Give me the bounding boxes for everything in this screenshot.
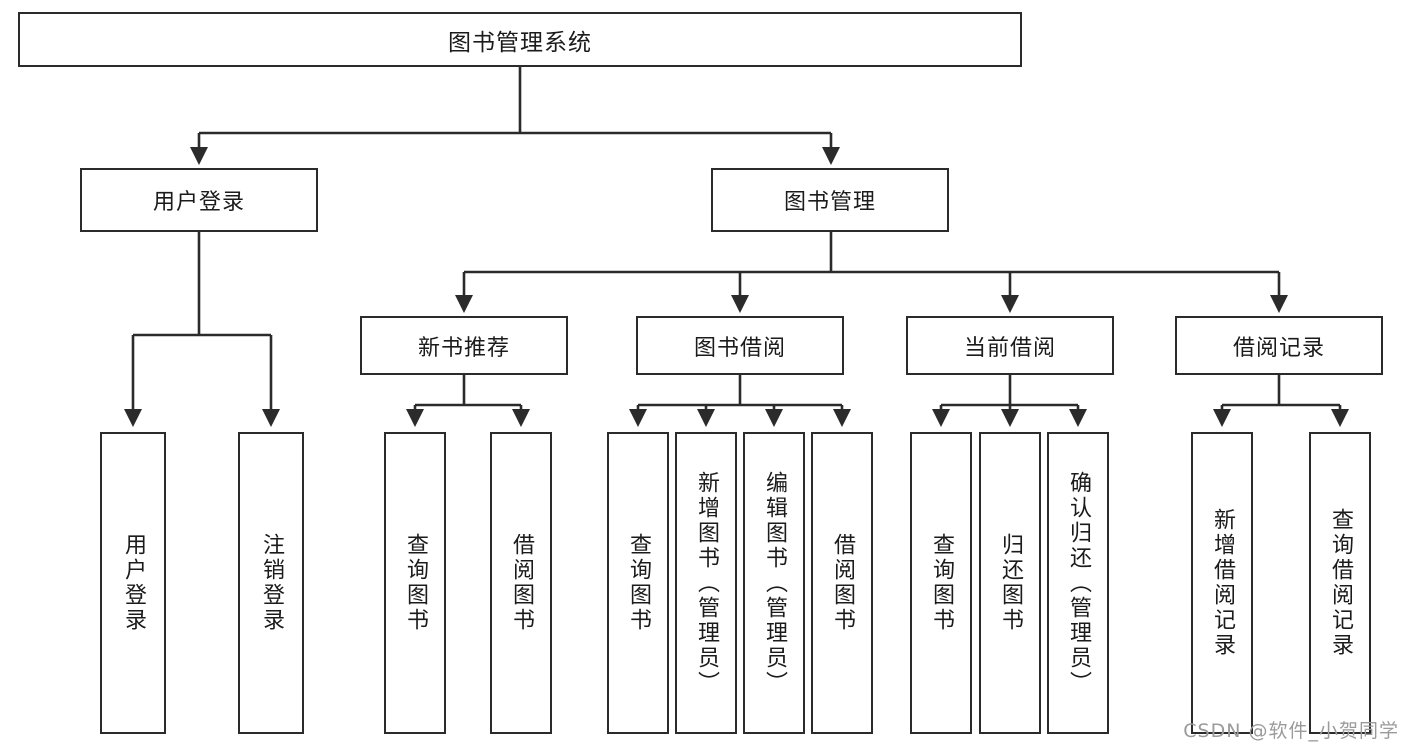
leaf-label: 查询借阅记录 bbox=[1328, 508, 1353, 658]
leaf-label: 查询图书 bbox=[626, 533, 651, 633]
node-new-book-recommend-label: 新书推荐 bbox=[417, 335, 510, 361]
leaf-book-borrow-borrow[interactable]: 借阅图书 bbox=[811, 432, 873, 734]
leaf-new-book-query[interactable]: 查询图书 bbox=[384, 432, 446, 734]
leaf-borrow-record-add[interactable]: 新增借阅记录 bbox=[1191, 432, 1253, 734]
leaf-current-borrow-query[interactable]: 查询图书 bbox=[910, 432, 972, 734]
node-root-label: 图书管理系统 bbox=[448, 29, 592, 56]
leaf-book-borrow-edit[interactable]: 编辑图书（管理员） bbox=[743, 432, 805, 734]
leaf-label: 借阅图书 bbox=[509, 533, 534, 633]
leaf-label: 用户登录 bbox=[121, 533, 146, 633]
leaf-label: 注销登录 bbox=[259, 533, 284, 633]
leaf-label: 查询图书 bbox=[929, 533, 954, 633]
node-new-book-recommend[interactable]: 新书推荐 bbox=[360, 316, 568, 375]
leaf-user-login-logout[interactable]: 注销登录 bbox=[238, 432, 304, 734]
leaf-user-login-login[interactable]: 用户登录 bbox=[100, 432, 166, 734]
leaf-label: 新增借阅记录 bbox=[1210, 508, 1235, 658]
leaf-label: 借阅图书 bbox=[830, 533, 855, 633]
leaf-new-book-borrow[interactable]: 借阅图书 bbox=[490, 432, 552, 734]
node-current-borrow-label: 当前借阅 bbox=[963, 335, 1056, 361]
leaf-current-borrow-confirm[interactable]: 确认归还（管理员） bbox=[1047, 432, 1109, 734]
leaf-label: 确认归还（管理员） bbox=[1066, 470, 1091, 696]
node-book-manage-label: 图书管理 bbox=[783, 190, 876, 215]
node-book-borrow-label: 图书借阅 bbox=[693, 335, 786, 361]
leaf-label: 归还图书 bbox=[998, 533, 1023, 633]
node-current-borrow[interactable]: 当前借阅 bbox=[906, 316, 1114, 375]
node-book-manage[interactable]: 图书管理 bbox=[711, 168, 949, 232]
leaf-borrow-record-query[interactable]: 查询借阅记录 bbox=[1309, 432, 1371, 734]
node-borrow-record-label: 借阅记录 bbox=[1232, 335, 1325, 361]
node-user-login-label: 用户登录 bbox=[152, 190, 245, 215]
leaf-label: 查询图书 bbox=[403, 533, 428, 633]
node-borrow-record[interactable]: 借阅记录 bbox=[1175, 316, 1383, 375]
leaf-book-borrow-query[interactable]: 查询图书 bbox=[607, 432, 669, 734]
leaf-label: 编辑图书（管理员） bbox=[762, 470, 787, 696]
leaf-book-borrow-add[interactable]: 新增图书（管理员） bbox=[675, 432, 737, 734]
leaf-current-borrow-return[interactable]: 归还图书 bbox=[979, 432, 1041, 734]
node-book-borrow[interactable]: 图书借阅 bbox=[636, 316, 844, 375]
node-user-login[interactable]: 用户登录 bbox=[80, 168, 318, 232]
node-root[interactable]: 图书管理系统 bbox=[18, 12, 1022, 67]
leaf-label: 新增图书（管理员） bbox=[694, 470, 719, 696]
